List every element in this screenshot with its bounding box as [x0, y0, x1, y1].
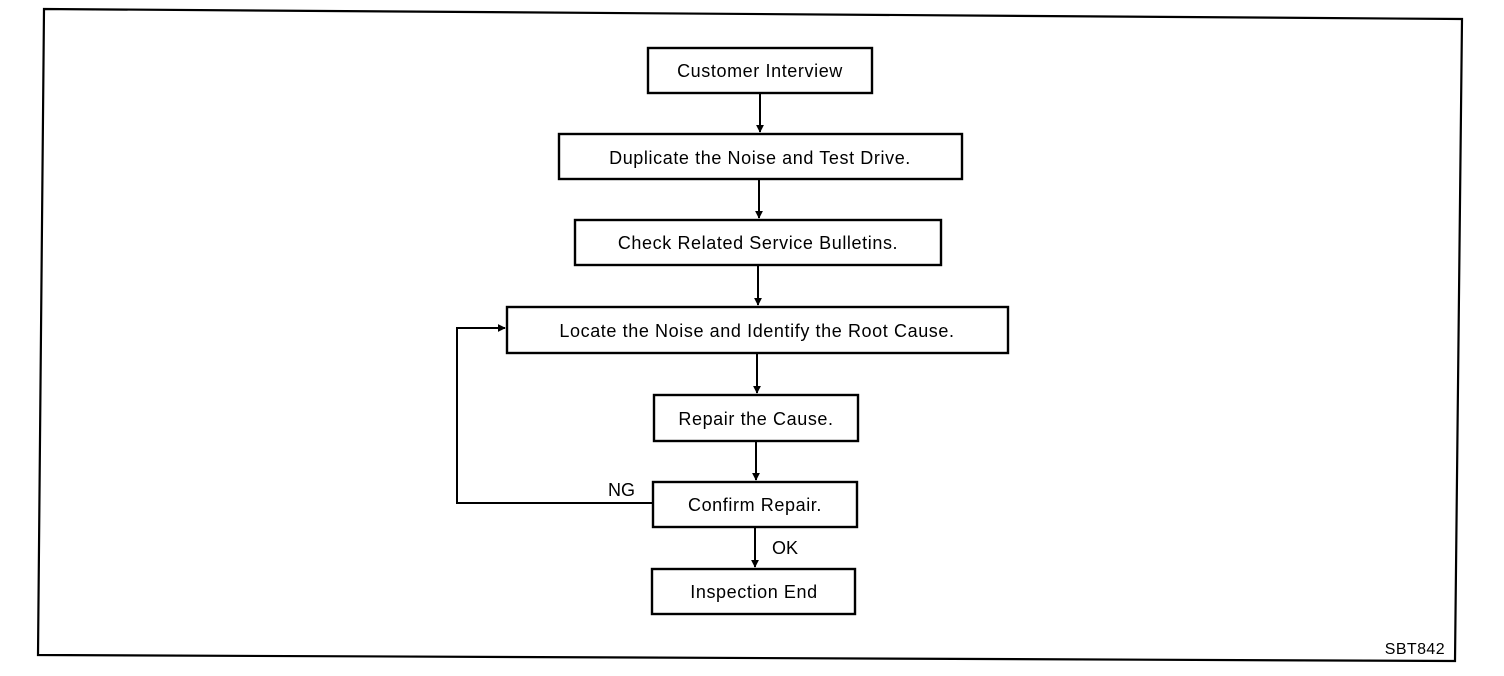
node-box — [505, 305, 1010, 355]
node-box — [651, 480, 859, 529]
edges — [456, 94, 764, 568]
node-confirm-repair: Confirm Repair. — [651, 480, 859, 529]
node-box — [650, 567, 857, 616]
node-label: Duplicate the Noise and Test Drive. — [609, 148, 911, 168]
node-label: Confirm Repair. — [688, 495, 822, 515]
node-box — [573, 218, 943, 267]
figure-frame — [36, 7, 1464, 663]
edge-ng-loop — [456, 324, 653, 504]
node-label: Customer Interview — [677, 61, 843, 81]
node-label: Inspection End — [690, 582, 817, 602]
node-duplicate-noise: Duplicate the Noise and Test Drive. — [557, 132, 964, 181]
node-customer-interview: Customer Interview — [646, 46, 874, 95]
node-locate-noise: Locate the Noise and Identify the Root C… — [505, 305, 1010, 355]
node-label: Check Related Service Bulletins. — [618, 233, 898, 253]
ok-label: OK — [772, 538, 798, 558]
node-box — [557, 132, 964, 181]
node-check-bulletins: Check Related Service Bulletins. — [573, 218, 943, 267]
node-label: Repair the Cause. — [678, 409, 833, 429]
node-repair-cause: Repair the Cause. — [652, 393, 860, 443]
node-box — [646, 46, 874, 95]
node-label: Locate the Noise and Identify the Root C… — [559, 321, 954, 341]
ng-label: NG — [608, 480, 635, 500]
node-box — [652, 393, 860, 443]
node-inspection-end: Inspection End — [650, 567, 857, 616]
figure-code: SBT842 — [1385, 641, 1445, 658]
